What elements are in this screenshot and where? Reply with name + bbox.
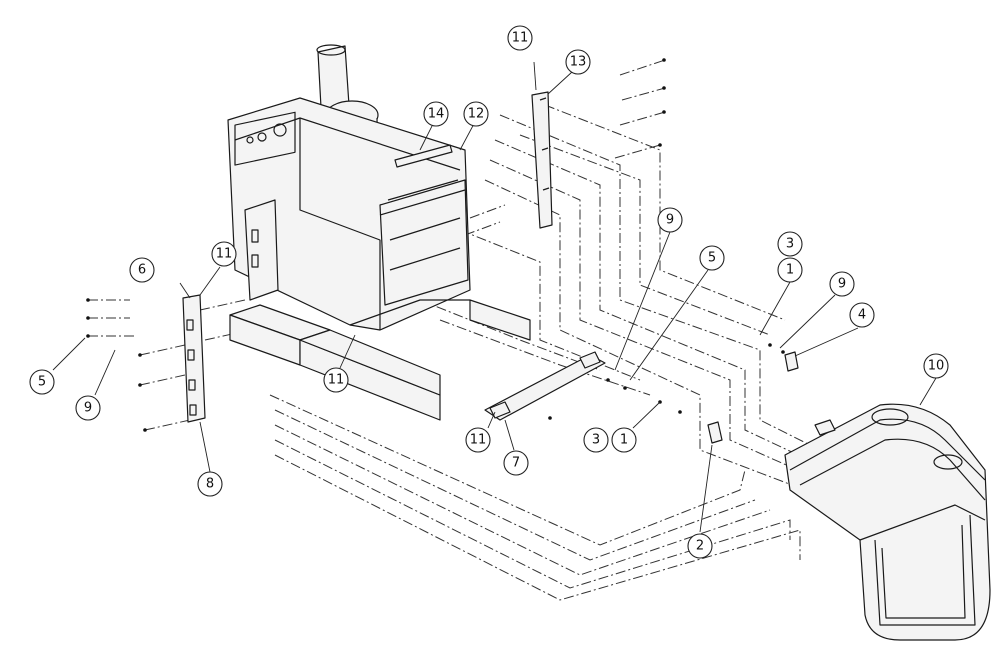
callout-label: 9 [838,277,846,292]
callout-label: 11 [470,433,487,448]
engine-radiator-assembly [227,44,531,421]
callout-2: 2 [687,533,713,559]
callout-label: 9 [84,401,92,416]
upright-bracket-top [531,91,553,229]
callout-label: 12 [468,107,485,122]
lower-plate-part-7 [484,351,606,421]
assembly-guide-lines [88,59,841,601]
callout-label: 4 [858,308,866,323]
callout-11: 11 [323,367,349,393]
callout-11: 11 [465,427,491,453]
callout-label: 11 [512,31,529,46]
callout-label: 7 [512,456,520,471]
callout-8: 8 [197,471,223,497]
callout-label: 11 [328,373,345,388]
callout-label: 3 [786,237,794,252]
callout-label: 8 [206,477,214,492]
callout-leaders [52,61,937,533]
callout-14: 14 [423,101,449,127]
callout-1: 1 [777,257,803,283]
callout-label: 1 [786,263,794,278]
callout-3: 3 [777,231,803,257]
callout-label: 1 [620,433,628,448]
callout-label: 14 [428,107,445,122]
callout-label: 2 [696,539,704,554]
rod-part-14 [394,144,453,168]
callout-1: 1 [611,427,637,453]
hardware-bolts [86,58,785,432]
callout-label: 9 [666,213,674,228]
callout-10: 10 [923,353,949,379]
callout-3: 3 [583,427,609,453]
callout-label: 6 [138,263,146,278]
callout-label: 5 [708,251,716,266]
callout-9: 9 [657,207,683,233]
clip-part-2 [707,421,723,444]
callout-label: 11 [216,247,233,262]
callout-4: 4 [849,302,875,328]
callout-label: 5 [38,375,46,390]
callout-label: 10 [928,359,945,374]
callout-label: 3 [592,433,600,448]
callout-6: 6 [129,257,155,283]
callout-5: 5 [29,369,55,395]
callout-7: 7 [503,450,529,476]
hood-part-10 [784,403,991,641]
callout-11: 11 [211,241,237,267]
callout-11: 11 [507,25,533,51]
callout-label: 13 [570,55,587,70]
clip-part-4 [784,351,799,372]
callout-9: 9 [75,395,101,421]
callout-12: 12 [463,101,489,127]
callout-13: 13 [565,49,591,75]
callout-5: 5 [699,245,725,271]
callout-9: 9 [829,271,855,297]
left-upright-bracket [182,294,206,423]
